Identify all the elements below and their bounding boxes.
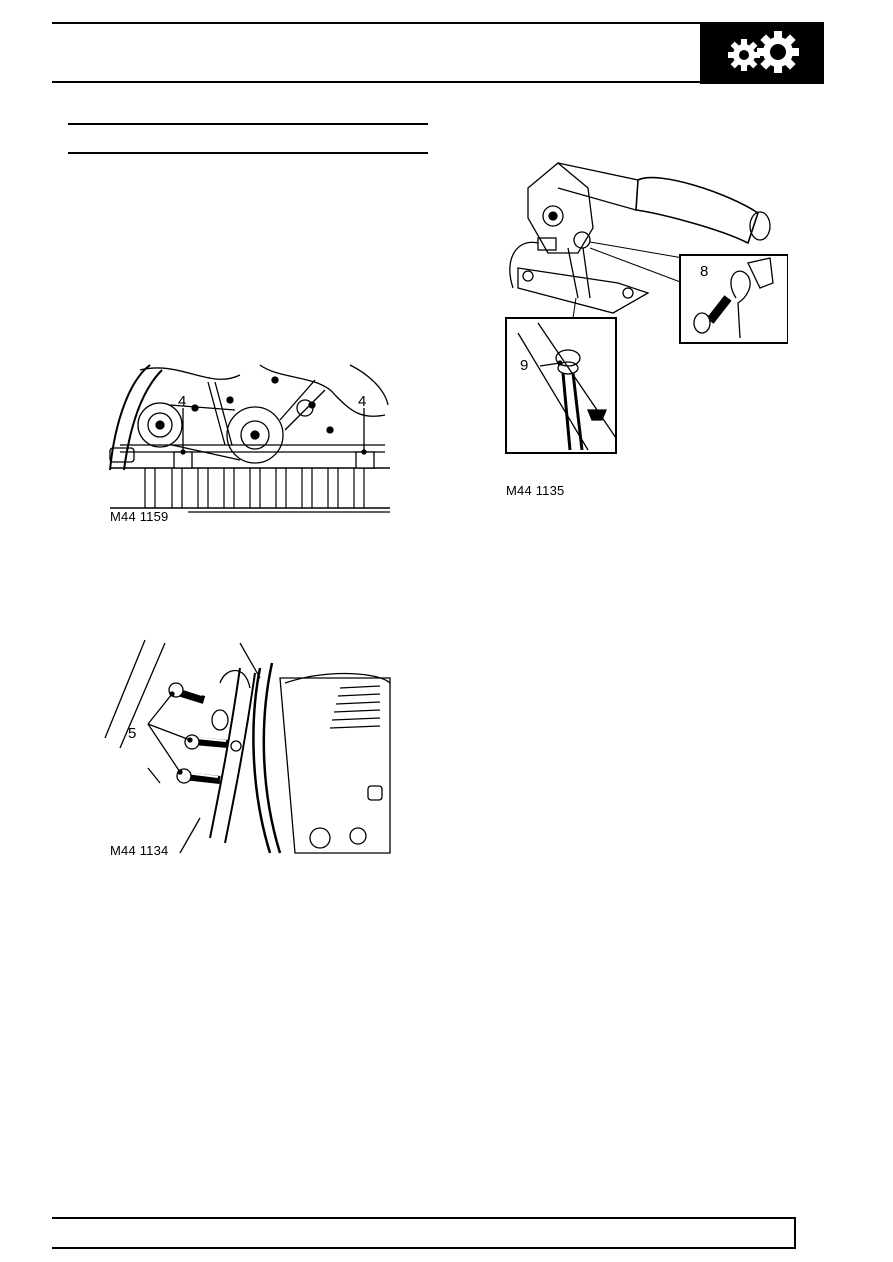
figure-handbrake: 8 9 <box>498 158 788 458</box>
section-rule-top <box>68 123 428 125</box>
callout-9: 9 <box>520 357 528 374</box>
figure-reference-m44-1135: M44 1135 <box>506 483 565 498</box>
figure-reference-m44-1134: M44 1134 <box>110 843 169 858</box>
callout-4-left: 4 <box>178 393 186 410</box>
footer-right-rule <box>794 1217 796 1249</box>
callout-8: 8 <box>700 263 708 280</box>
callout-4-right: 4 <box>358 393 366 410</box>
gears-icon <box>700 22 824 84</box>
section-rule-bottom <box>68 152 428 154</box>
header-top-rule <box>52 22 700 24</box>
header-bottom-rule <box>52 81 824 83</box>
figure-exhaust-brackets: 4 4 <box>100 360 392 515</box>
footer-bottom-rule <box>52 1247 796 1249</box>
figure-bolts: 5 <box>100 638 392 860</box>
footer-top-rule <box>52 1217 796 1219</box>
callout-5: 5 <box>128 725 136 742</box>
figure-reference-m44-1159: M44 1159 <box>110 509 169 524</box>
